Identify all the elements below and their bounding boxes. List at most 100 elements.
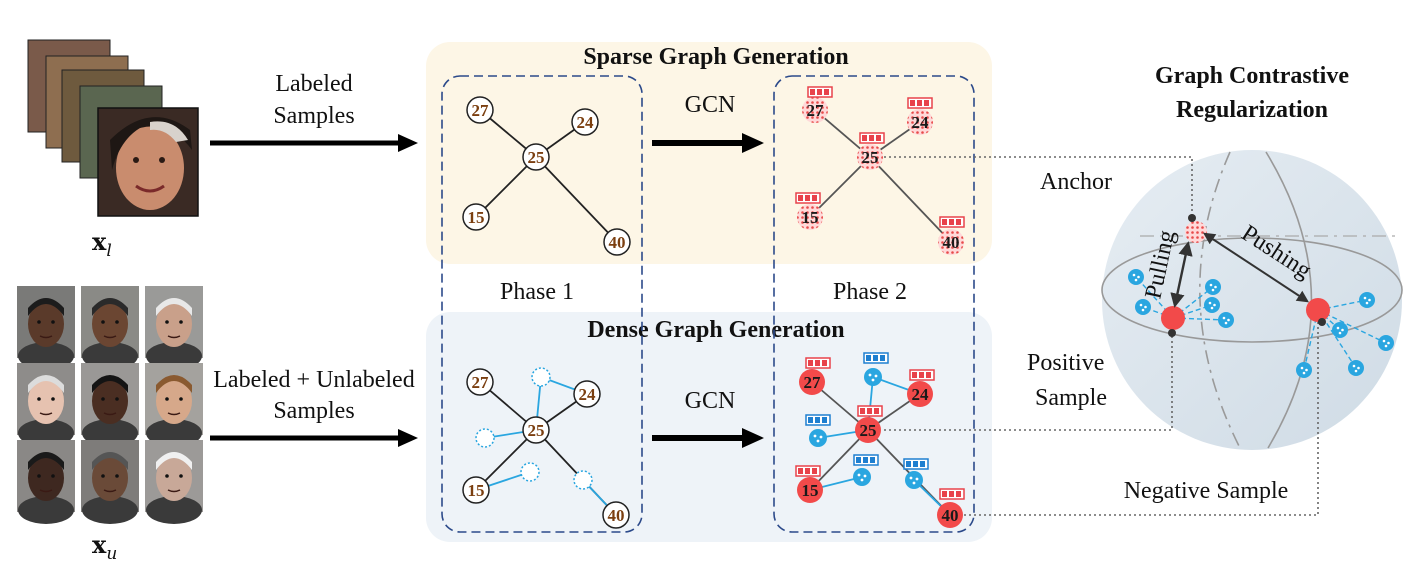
unlabeled-samples-label-2: Samples (273, 398, 354, 424)
node-27: 27 (466, 368, 494, 396)
graph-sparse-phase2: 27 24 25 15 40 (795, 86, 965, 255)
gcn-label-top: GCN (685, 92, 736, 118)
node-label: 27 (472, 101, 490, 120)
labeled-input-arrow (210, 134, 418, 152)
dense-panel-title: Dense Graph Generation (587, 317, 844, 343)
positive-point (1161, 306, 1185, 337)
feature-vector (853, 454, 879, 466)
labeled-image-stack (27, 39, 199, 217)
unlabeled-node (853, 468, 871, 486)
node-24: 24 (571, 108, 599, 136)
sparse-graph-panel (426, 42, 992, 264)
node-label: 15 (468, 208, 485, 227)
connectors (884, 156, 1319, 516)
node-40: 40 (938, 229, 964, 255)
gcn-arrow-bottom (652, 428, 764, 448)
node-15: 15 (797, 204, 823, 230)
feature-vectors-dense (795, 352, 965, 500)
pushing-arrow (1202, 232, 1310, 303)
node-24: 24 (907, 381, 933, 407)
node-27: 27 (466, 96, 494, 124)
face-image (81, 363, 139, 447)
unlabeled-node (531, 367, 551, 387)
gcn-arrow-top (652, 133, 764, 153)
contrastive-title-1: Graph Contrastive (1155, 63, 1349, 89)
positive-connector (884, 332, 1173, 431)
labeled-samples-label-2: Samples (273, 103, 354, 129)
face-image (145, 286, 203, 370)
node-15: 15 (462, 203, 490, 231)
node-25: 25 (522, 416, 550, 444)
node-label: 24 (579, 385, 597, 404)
unlabeled-node (905, 471, 923, 489)
phase-1-box (441, 75, 643, 533)
labeled-symbol-main: x (92, 227, 107, 256)
face-image (81, 286, 139, 370)
sample-point (1296, 362, 1312, 378)
node-24: 24 (907, 109, 933, 135)
unlabeled-node (809, 429, 827, 447)
sample-point (1332, 322, 1348, 338)
node-27: 27 (799, 369, 825, 395)
anchor-label: Anchor (1040, 169, 1112, 195)
graph-dense-phase1: 27 24 25 15 40 (462, 367, 630, 529)
node-label: 15 (802, 208, 819, 227)
sample-point (1348, 360, 1364, 376)
node-label: 27 (804, 373, 822, 392)
node-label: 15 (468, 481, 485, 500)
sample-point (1378, 335, 1394, 351)
phase-1-label: Phase 1 (500, 279, 574, 305)
unlabeled-samples-label-1: Labeled + Unlabeled (213, 367, 414, 393)
feature-vector (795, 465, 821, 477)
feature-vectors-sparse (795, 86, 965, 228)
feature-vector (805, 357, 831, 369)
sample-point (1135, 299, 1151, 315)
face-image (145, 440, 203, 524)
node-label: 25 (860, 421, 877, 440)
labeled-symbol-sub: l (106, 241, 111, 261)
negative-point (1306, 298, 1330, 326)
node-label: 27 (807, 101, 825, 120)
contrastive-title-2: Regularization (1176, 97, 1328, 123)
feature-vector (795, 192, 821, 204)
feature-vector (863, 352, 889, 364)
pulling-arrow (1170, 241, 1193, 308)
unlabeled-image-grid (17, 286, 203, 524)
node-label: 24 (912, 113, 930, 132)
feature-vector (939, 216, 965, 228)
node-40: 40 (937, 502, 963, 528)
feature-vector (939, 488, 965, 500)
node-25: 25 (855, 417, 881, 443)
unlabeled-symbol-sub: u (106, 544, 117, 564)
feature-vector (903, 458, 929, 470)
phase-2-box (773, 75, 975, 533)
feature-vector (807, 86, 833, 98)
graph-dense-phase2: 27 24 25 15 40 (795, 352, 965, 528)
unlabeled-symbol: xu (92, 530, 117, 564)
feature-vector (857, 405, 883, 417)
unlabeled-node (864, 368, 882, 386)
sample-point (1205, 279, 1221, 295)
sample-point (1204, 297, 1220, 313)
sample-point (1359, 292, 1375, 308)
unlabeled-node (475, 428, 495, 448)
negative-label: Negative Sample (1124, 478, 1289, 504)
node-label: 25 (862, 148, 879, 167)
face-image (17, 286, 75, 370)
sample-point (1218, 312, 1234, 328)
sample-point (1128, 269, 1144, 285)
node-40: 40 (603, 228, 631, 256)
node-27: 27 (802, 97, 828, 123)
node-15: 15 (797, 477, 823, 503)
face-image (17, 363, 75, 447)
node-label: 40 (942, 506, 959, 525)
sample-link (1317, 309, 1387, 344)
unlabeled-nodes-dense (809, 368, 923, 489)
sparse-panel-title: Sparse Graph Generation (583, 44, 848, 70)
unlabeled-node (520, 462, 540, 482)
node-label: 40 (609, 233, 626, 252)
node-24: 24 (573, 380, 601, 408)
node-label: 25 (528, 421, 545, 440)
node-40: 40 (602, 501, 630, 529)
